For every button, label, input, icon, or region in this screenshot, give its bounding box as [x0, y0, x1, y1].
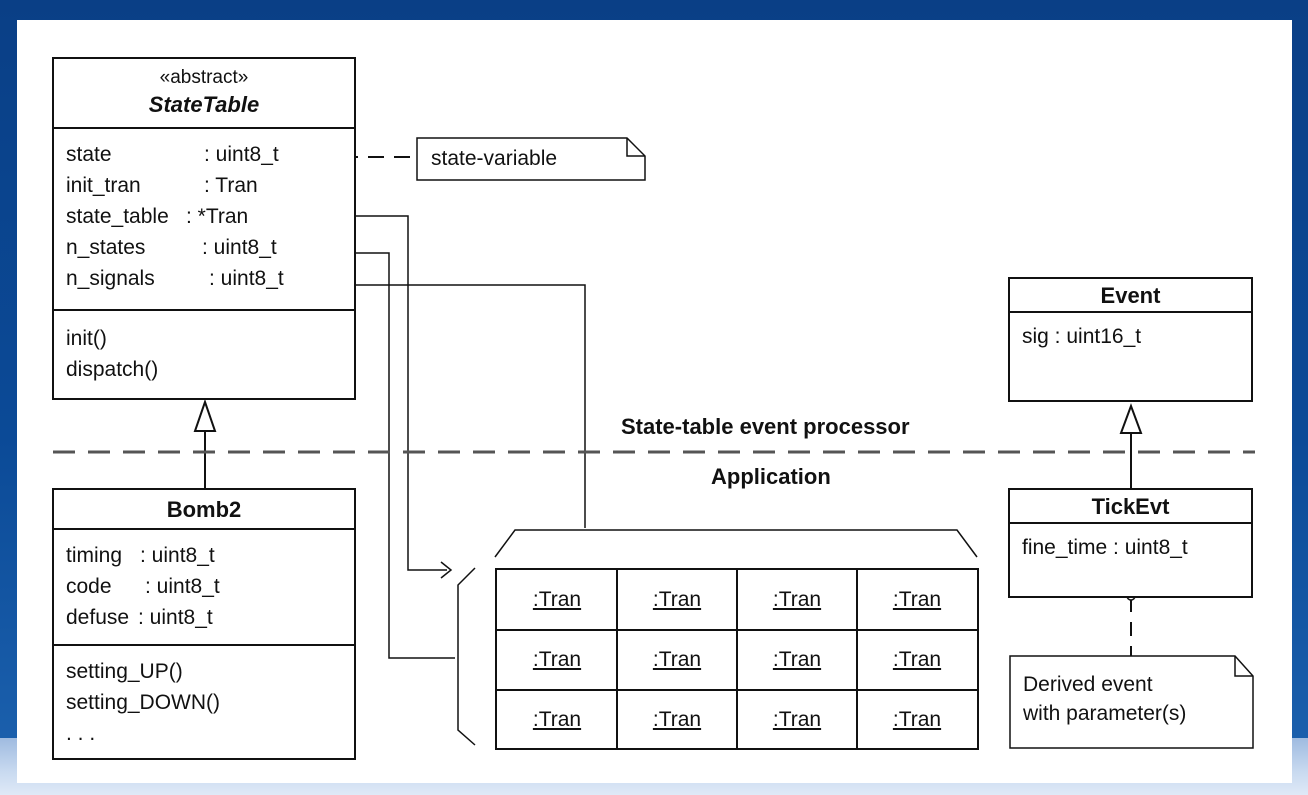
transition-table: :Tran :Tran :Tran :Tran :Tran :Tran :Tra…: [495, 568, 979, 750]
tickevt-name: TickEvt: [1091, 494, 1170, 519]
bomb2-class: Bomb2 timing : uint8_t code : uint8_t de…: [52, 488, 356, 760]
operation: dispatch(): [66, 358, 159, 381]
attribute-row: state : uint8_t: [66, 143, 279, 166]
bomb2-header: Bomb2: [54, 490, 354, 530]
event-attributes: sig : uint16_t: [1010, 313, 1251, 352]
statetable-attributes: state : uint8_t init_tran : Tran state_t…: [54, 129, 354, 311]
attribute-row: defuse : uint8_t: [66, 606, 213, 629]
grid-line: [616, 570, 618, 748]
separator-bottom-label: Application: [711, 464, 831, 489]
bomb2-generalization-arrow: [193, 398, 217, 432]
diagram-canvas: «abstract» StateTable state : uint8_t in…: [17, 20, 1292, 783]
attribute-row: n_states : uint8_t: [66, 236, 277, 259]
derived-note-fold: [1234, 656, 1253, 677]
attribute-row: state_table : *Tran: [66, 205, 249, 228]
tickevt-generalization-arrow: [1119, 403, 1143, 434]
bomb2-name: Bomb2: [166, 497, 242, 522]
state-variable-note-fold: [626, 138, 645, 157]
n-signals-connector: [325, 284, 586, 528]
tickevt-class: TickEvt fine_time : uint8_t: [1008, 488, 1253, 598]
tran-cell: :Tran: [772, 648, 822, 671]
attribute-row: sig : uint16_t: [1022, 325, 1142, 348]
statetable-class: «abstract» StateTable state : uint8_t in…: [52, 57, 356, 400]
derived-note-shape: [1009, 655, 1254, 749]
event-name: Event: [1100, 283, 1161, 308]
table-top-bracket: [494, 529, 978, 558]
state-variable-note-shape: [416, 137, 646, 181]
tran-cell: :Tran: [652, 648, 702, 671]
attribute-row: code : uint8_t: [66, 575, 220, 598]
bomb2-attributes: timing : uint8_t code : uint8_t defuse :…: [54, 530, 354, 646]
statetable-operations: init() dispatch(): [54, 311, 354, 385]
tran-cell: :Tran: [772, 708, 822, 731]
transition-grid: :Tran :Tran :Tran :Tran :Tran :Tran :Tra…: [497, 570, 977, 748]
state-table-arrowhead: [440, 561, 453, 579]
state-table-connector: [320, 215, 447, 571]
statetable-header: «abstract» StateTable: [54, 59, 354, 129]
operation: setting_UP(): [66, 660, 183, 683]
tran-cell: :Tran: [652, 588, 702, 611]
state-variable-note: state-variable: [431, 147, 558, 170]
tran-cell: :Tran: [772, 588, 822, 611]
bomb2-operations: setting_UP() setting_DOWN() . . .: [54, 646, 354, 749]
operation-ellipsis: . . .: [66, 722, 96, 745]
tran-cell: :Tran: [892, 648, 942, 671]
event-header: Event: [1010, 279, 1251, 313]
tickevt-attributes: fine_time : uint8_t: [1010, 524, 1251, 563]
statetable-name: StateTable: [148, 92, 260, 117]
attribute-row: init_tran : Tran: [66, 174, 258, 197]
grid-line: [497, 689, 977, 691]
event-class: Event sig : uint16_t: [1008, 277, 1253, 402]
tran-cell: :Tran: [652, 708, 702, 731]
grid-line: [497, 629, 977, 631]
tran-cell: :Tran: [532, 708, 582, 731]
grid-line: [736, 570, 738, 748]
tran-cell: :Tran: [532, 588, 582, 611]
operation: init(): [66, 327, 107, 350]
statetable-stereotype: «abstract»: [159, 67, 249, 88]
tickevt-header: TickEvt: [1010, 490, 1251, 524]
tran-cell: :Tran: [892, 708, 942, 731]
derived-event-note: Derived event with parameter(s): [1023, 673, 1187, 725]
table-left-bracket: [457, 567, 476, 746]
attribute-row: timing : uint8_t: [66, 544, 215, 567]
n-states-connector: [325, 252, 455, 659]
separator-top-label: State-table event processor: [621, 414, 910, 439]
attribute-row: fine_time : uint8_t: [1022, 536, 1188, 559]
tran-cell: :Tran: [892, 588, 942, 611]
grid-line: [856, 570, 858, 748]
attribute-row: n_signals : uint8_t: [66, 267, 284, 290]
connector-layer: [53, 137, 1255, 749]
operation: setting_DOWN(): [66, 691, 221, 714]
tran-cell: :Tran: [532, 648, 582, 671]
